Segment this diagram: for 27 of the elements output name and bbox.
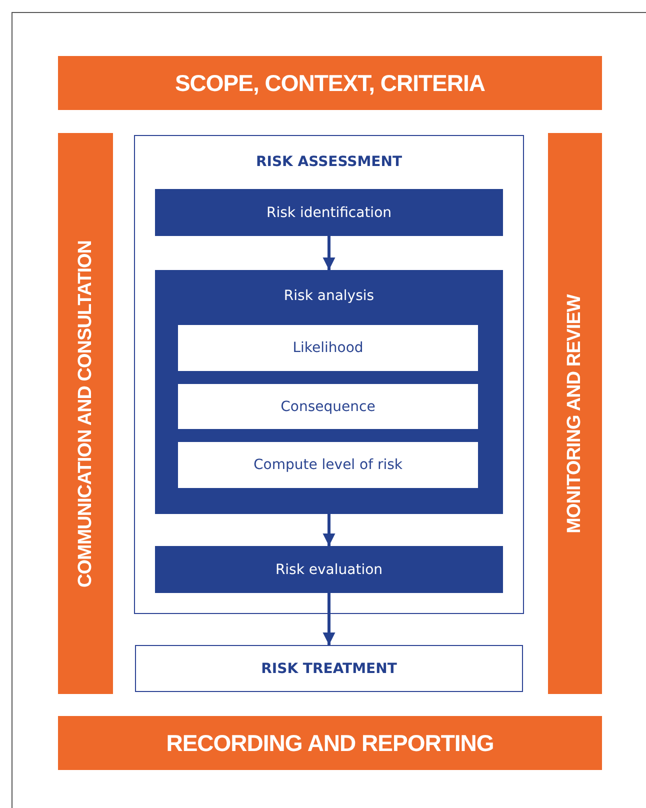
arrow xyxy=(322,236,336,270)
process-box xyxy=(135,645,523,692)
group-frame xyxy=(134,135,524,614)
sub-step-box xyxy=(178,442,478,488)
box-label: SCOPE, CONTEXT, CRITERIA xyxy=(174,70,486,96)
sub-step-box xyxy=(178,325,478,371)
box-label: COMMUNICATION AND CONSULTATION xyxy=(74,240,96,587)
box-label: Consequence xyxy=(280,398,376,414)
banner xyxy=(58,716,602,770)
vertical-banner xyxy=(58,133,113,694)
vertical-banner xyxy=(548,133,602,694)
box-label: Likelihood xyxy=(292,340,364,356)
box-label: Compute level of risk xyxy=(253,457,403,473)
banner xyxy=(58,56,602,110)
sub-step-box xyxy=(178,384,478,429)
arrow xyxy=(322,514,336,546)
box-label: RISK ASSESSMENT xyxy=(256,154,402,170)
box-label: Risk evaluation xyxy=(275,562,383,578)
process-box xyxy=(155,546,503,593)
box-label: Risk analysis xyxy=(284,288,374,304)
arrow xyxy=(322,593,336,645)
box-label: Risk identification xyxy=(266,204,392,220)
box-label: RECORDING AND REPORTING xyxy=(166,730,494,756)
process-box xyxy=(155,189,503,236)
process-group xyxy=(155,270,503,514)
box-label: MONITORING AND REVIEW xyxy=(564,294,586,533)
box-label: RISK TREATMENT xyxy=(261,660,397,676)
